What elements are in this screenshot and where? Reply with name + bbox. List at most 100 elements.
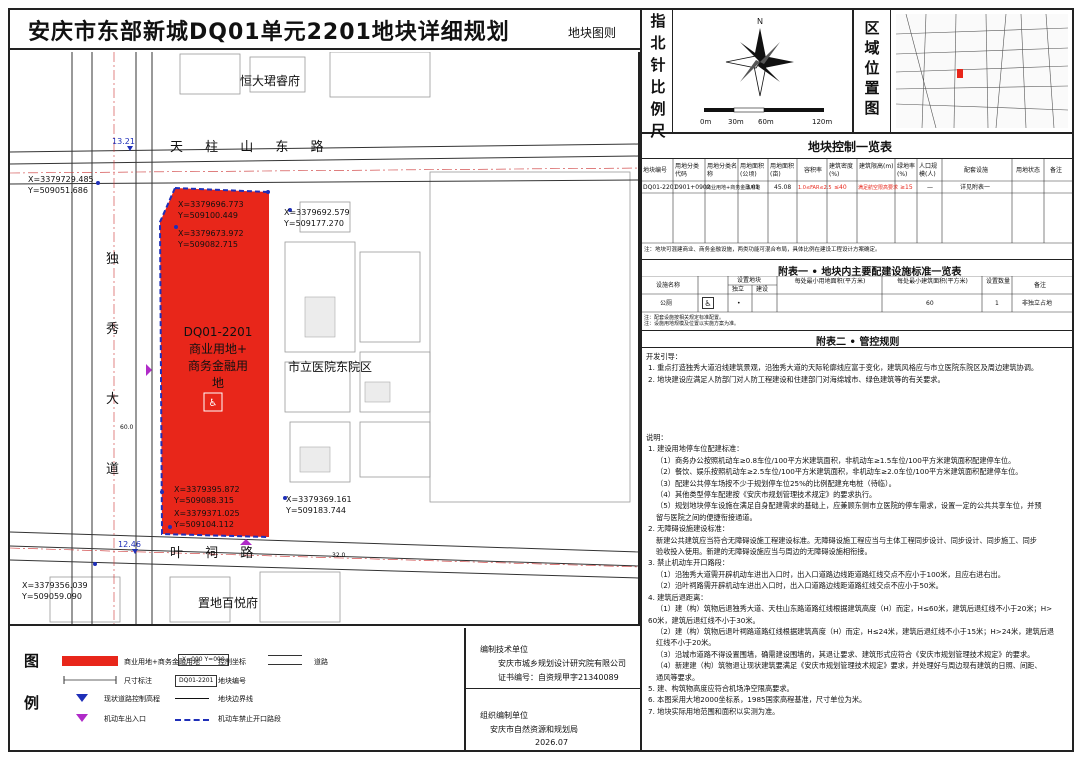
a1-th-name: 设施名称 [656, 282, 681, 289]
note-line: 4. 建筑后退距离： [648, 592, 708, 602]
td-height: 满足航空限高要求 [858, 185, 899, 191]
note-line: （2）沿叶祠路需开辟机动车进出入口时，出入口道路边线距道路红线交点不应小于50米… [656, 581, 943, 591]
credits-divider [464, 628, 466, 750]
note-line: （4）新建建（构）筑物退让现状建筑要满足《安庆市规划管理技术规定》要求，并处理好… [656, 661, 1042, 671]
a1-td-minbuild: 60 [926, 300, 934, 307]
road-edge [10, 179, 638, 185]
entrance-legend-icon [76, 714, 88, 722]
note-line: 通风等要求。 [656, 672, 700, 682]
road-edge [10, 143, 638, 153]
scale-120: 120m [812, 118, 833, 126]
scale-seg [704, 108, 734, 112]
td-area-mu: 45.08 [774, 184, 792, 191]
legend-swatch-commercial [62, 656, 118, 666]
legend-boundary-line [175, 698, 209, 699]
a1-th-count: 设置数量 [986, 278, 1011, 285]
legend-commercial: 商业用地+商务金融用地 [124, 658, 200, 666]
top-strip-divider [642, 132, 1072, 134]
page-title: 安庆市东部新城DQ01单元2201地块详细规划 [28, 20, 510, 45]
sheet-subtitle: 地块图则 [568, 26, 617, 40]
road-label-duxiu-3: 大 [106, 392, 120, 407]
note-line: 2. 无障碍设施建设标准： [648, 524, 730, 534]
vehicle-entrance-icon [240, 539, 252, 545]
credit-org-label: 组织编制单位 [480, 711, 528, 720]
note-line: 新建公共建筑应当符合无障碍设施工程建设标准。无障碍设施工程应当与主体工程同步设计… [656, 535, 1037, 545]
map-area[interactable]: ♿ 恒大珺睿府 市立医院东院区 置地百悦府 天 柱 山 东 路 叶 祠 路 独 … [10, 52, 640, 626]
road-edge [10, 559, 638, 579]
note-line: （3）沿城市道路不得设置围墙，确需建设围墙的，其退让要求、建筑形式应符合《安庆市… [656, 649, 1035, 659]
th-code: 地块编号 [643, 167, 668, 174]
block-outline [429, 171, 631, 503]
legend-coord: 控制坐标 [218, 658, 246, 666]
guidance-list: 1. 重点打造独秀大道沿线建筑景观，沿独秀大道的天际轮廓线应富于变化，建筑风格应… [646, 362, 1068, 385]
appendix2-title-line [642, 347, 1072, 348]
legend-elevation: 现状道路控制高程 [104, 695, 160, 703]
scale-seg [764, 108, 824, 112]
label-south-block: 置地百悦府 [198, 596, 259, 610]
th-usecode: 用地分类代码 [675, 163, 700, 178]
legend-title-1: 图 [24, 652, 40, 670]
note-line: 1. 建设用地停车位配建标准： [648, 444, 744, 454]
th-green: 绿地率(%) [897, 163, 916, 178]
building-outline [49, 576, 121, 623]
note-line: （1）建（构）筑物后退独秀大道、天柱山东路道路红线根据建筑高度（H）而定，H≤6… [656, 604, 1053, 614]
building-outline [359, 251, 421, 343]
th-density: 建筑密度(%) [829, 163, 854, 178]
td-green: ≥15 [900, 184, 913, 191]
building-outline [179, 53, 241, 95]
road-width-south: 32.0 [332, 552, 346, 559]
label-north-block: 恒大珺睿府 [240, 74, 301, 88]
a1-th-minland: 每处最小用地面积(平方米) [794, 278, 866, 285]
appendix1-grid [642, 276, 1072, 313]
map-canvas: ♿ [10, 52, 638, 624]
note-line: 7. 地块实际用地范围和面积以实测为准。 [648, 706, 780, 716]
building-outline [284, 361, 351, 413]
th-facility: 配套设施 [964, 167, 989, 174]
legend-dimension: 尺寸标注 [124, 677, 152, 685]
note-line: 红线不小于20米。 [656, 638, 716, 648]
compass-location-divider [852, 10, 854, 132]
notes-section: 说明： 1. 建设用地停车位配建标准：（1）商务办公按照机动车≥0.8车位/10… [646, 432, 1068, 717]
legend-entrance: 机动车出入口 [104, 715, 146, 723]
th-area-mu: 用地面积(亩) [770, 163, 795, 178]
td-area-ha: 3.01 [746, 184, 760, 191]
building-outline [169, 576, 231, 623]
note-line: 5. 建、构筑物高度应符合机场净空限高要求。 [648, 683, 794, 693]
a1-td-plot: • [737, 300, 741, 307]
control-point [288, 208, 292, 212]
compass-n: N [757, 17, 763, 26]
road-centerline [10, 547, 638, 568]
compass-label-divider [672, 10, 673, 132]
td-density: ≤40 [834, 184, 847, 191]
road-label-duxiu-2: 秀 [106, 322, 120, 337]
td-far: 1.0≤FAR≤2.5 [798, 185, 832, 191]
appendix1-title: 附表一 • 地块内主要配建设施标准一览表 [778, 267, 962, 278]
a1-th-minbuild: 每处最小建筑面积(平方米) [897, 278, 968, 285]
road-edge [10, 155, 638, 165]
note-line: 60米，建筑后退红线不小于30米。 [648, 615, 760, 625]
note-line: 3. 禁止机动车开口路段： [648, 558, 730, 568]
control-point [266, 190, 270, 194]
guidance-line: 1. 重点打造独秀大道沿线建筑景观，沿独秀大道的天际轮廓线应富于变化，建筑风格应… [648, 363, 1039, 373]
note-line: 留与医院之间的便捷衔接通道。 [656, 512, 757, 522]
a1-note-2: 注：设施用地规模及位置以实施方案为准。 [644, 321, 740, 327]
note-line: （1）沿独秀大道需开辟机动车进出入口时，出入口道路边线距道路红线交点不应小于10… [656, 569, 1005, 579]
parcel-boundary[interactable] [158, 186, 269, 539]
building-outline [359, 421, 431, 478]
legend-title-2: 例 [24, 694, 40, 712]
control-point [93, 562, 97, 566]
credit-org: 安庆市自然资源和规划局 [490, 725, 578, 734]
parcel-use-line1: 商业用地+ [188, 342, 248, 356]
control-table-title: 地块控制一览表 [808, 140, 893, 154]
drawing-frame [8, 8, 1074, 752]
elevation-marker-icon [132, 549, 138, 554]
legend-code: 地块编号 [218, 677, 246, 685]
scale-0: 0m [700, 118, 712, 126]
td-usecode: 0901+0902 [675, 184, 711, 191]
elevation-top-left: 13.21 [112, 137, 135, 146]
road-centerline [10, 167, 638, 174]
